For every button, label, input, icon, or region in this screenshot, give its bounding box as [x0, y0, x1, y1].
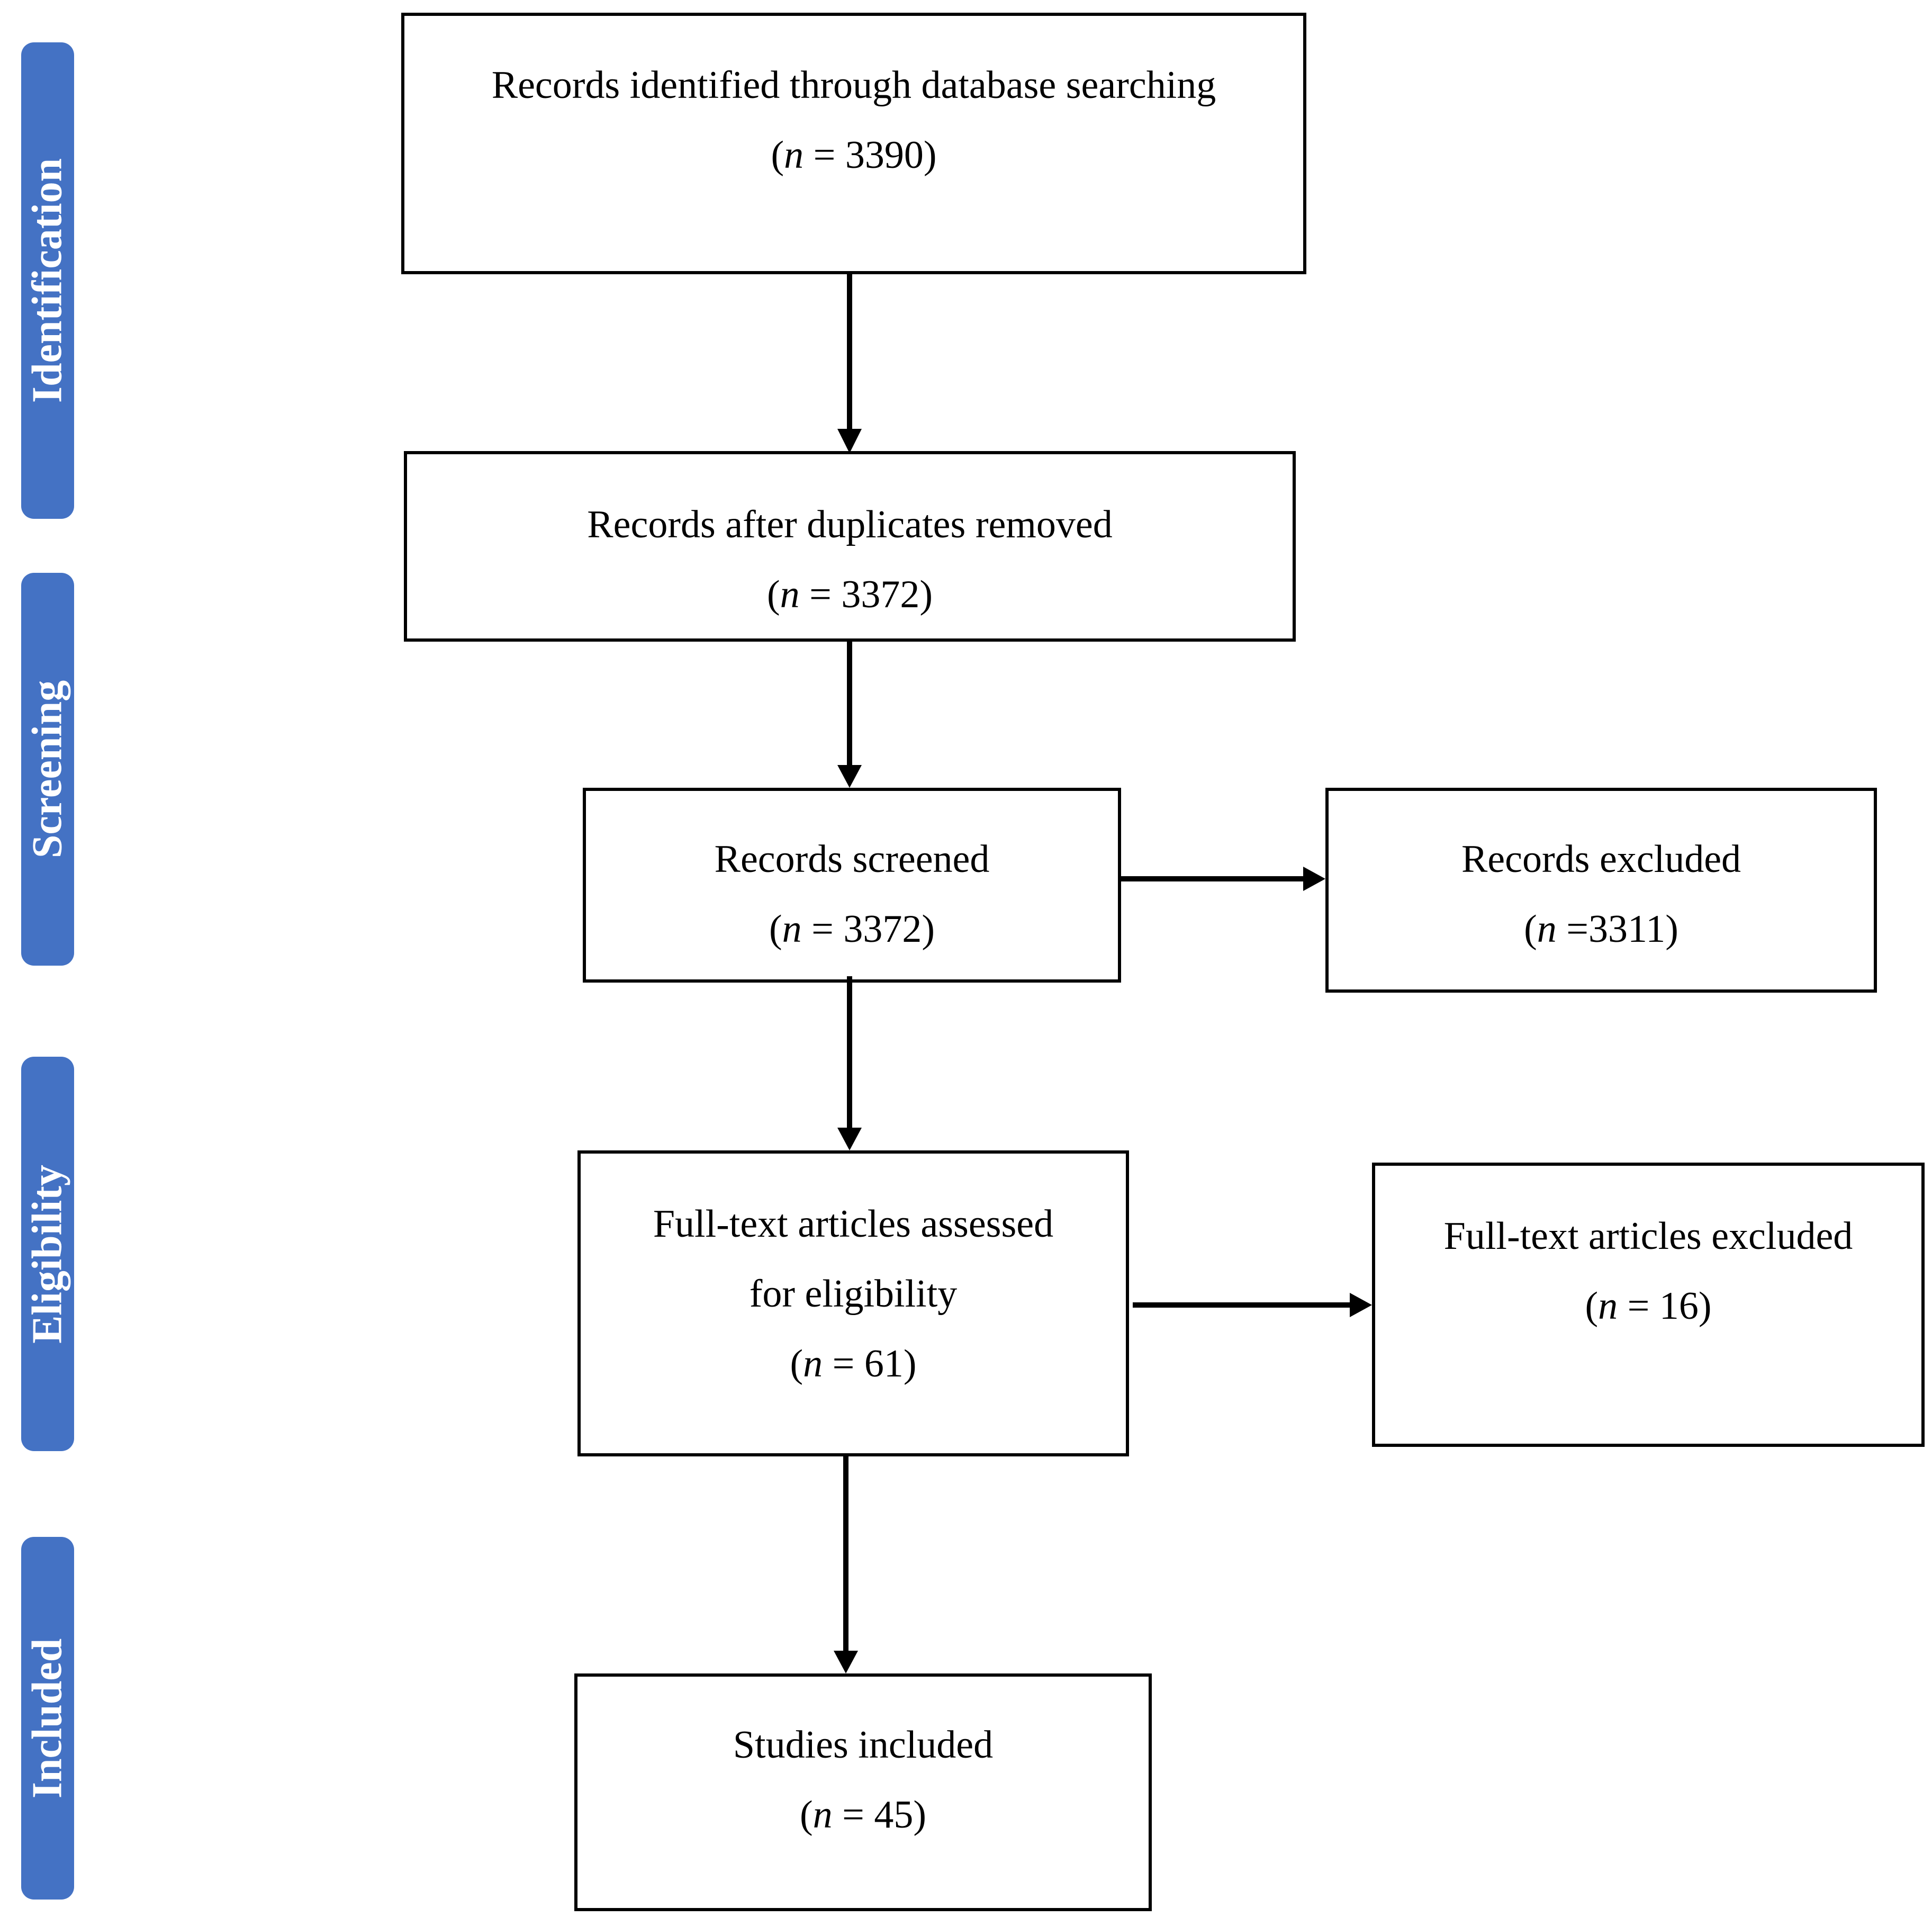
arrowhead-deduplicated-to-screened	[837, 765, 862, 788]
stage-included: Included	[21, 1537, 74, 1900]
arrowhead-fulltext-to-included	[834, 1651, 858, 1673]
stage-identification-label: Identification	[24, 158, 71, 403]
stage-eligibility: Eligibility	[21, 1057, 74, 1451]
arrowhead-screened-to-excluded	[1303, 867, 1325, 891]
box-fulltext-excluded-text: Full-text articles excluded	[1443, 1214, 1853, 1258]
box-records-identified: Records identified through database sear…	[401, 13, 1306, 274]
box-fulltext-excluded: Full-text articles excluded (n = 16)	[1372, 1163, 1925, 1447]
box-records-screened: Records screened (n = 3372)	[583, 788, 1121, 983]
stage-eligibility-label: Eligibility	[24, 1164, 71, 1344]
arrowhead-screened-to-fulltext	[837, 1128, 862, 1150]
box-fulltext-excluded-count: (n = 16)	[1585, 1284, 1712, 1328]
box-records-after-duplicates: Records after duplicates removed (n = 33…	[404, 451, 1296, 642]
box-records-screened-text: Records screened	[714, 838, 990, 881]
stage-identification: Identification	[21, 42, 74, 519]
stage-screening-label: Screening	[24, 680, 71, 859]
box-records-screened-count: (n = 3372)	[769, 907, 935, 951]
box-records-excluded: Records excluded (n =3311)	[1325, 788, 1877, 993]
box-records-identified-text: Records identified through database sear…	[491, 64, 1216, 107]
box-fulltext-assessed-count: (n = 61)	[790, 1342, 917, 1385]
box-records-after-duplicates-text: Records after duplicates removed	[587, 503, 1113, 546]
box-records-excluded-count: (n =3311)	[1524, 907, 1678, 951]
box-records-identified-count: (n = 3390)	[771, 133, 937, 177]
box-fulltext-assessed-text-2: for eligibility	[749, 1272, 958, 1316]
box-records-after-duplicates-count: (n = 3372)	[766, 573, 933, 616]
arrowhead-fulltext-to-fulltext-excluded	[1350, 1293, 1372, 1317]
box-records-excluded-text: Records excluded	[1461, 838, 1741, 881]
box-fulltext-assessed-text-1: Full-text articles assessed	[653, 1202, 1054, 1246]
stage-screening: Screening	[21, 573, 74, 966]
box-fulltext-assessed: Full-text articles assessed for eligibil…	[577, 1150, 1129, 1456]
arrowhead-identified-to-deduplicated	[837, 429, 862, 453]
box-studies-included-text: Studies included	[733, 1723, 994, 1767]
box-studies-included: Studies included (n = 45)	[574, 1673, 1152, 1911]
stage-included-label: Included	[24, 1638, 71, 1798]
box-studies-included-count: (n = 45)	[799, 1793, 927, 1837]
